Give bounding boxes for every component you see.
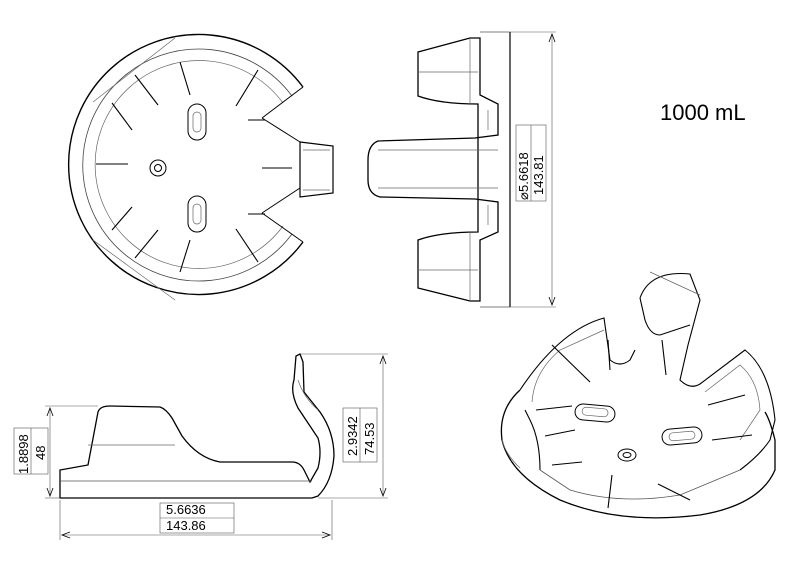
front-width-mm: 143.86 (166, 518, 206, 533)
front-height-mm: 74.53 (362, 422, 377, 455)
front-view (13, 353, 388, 540)
front-height-inch: 2.9342 (345, 416, 360, 456)
side-dia-inch: 5.6618 (516, 152, 531, 192)
volume-label: 1000 mL (660, 100, 746, 125)
side-dia-mm: 143.81 (531, 155, 546, 195)
side-view (367, 31, 556, 308)
front-base-inch: 1.8898 (16, 434, 31, 474)
top-view (68, 33, 334, 301)
front-base-mm: 48 (33, 446, 48, 460)
isometric-view (500, 271, 776, 519)
front-width-inch: 5.6636 (166, 502, 206, 517)
diameter-symbol-icon: ⌀ (516, 192, 531, 200)
